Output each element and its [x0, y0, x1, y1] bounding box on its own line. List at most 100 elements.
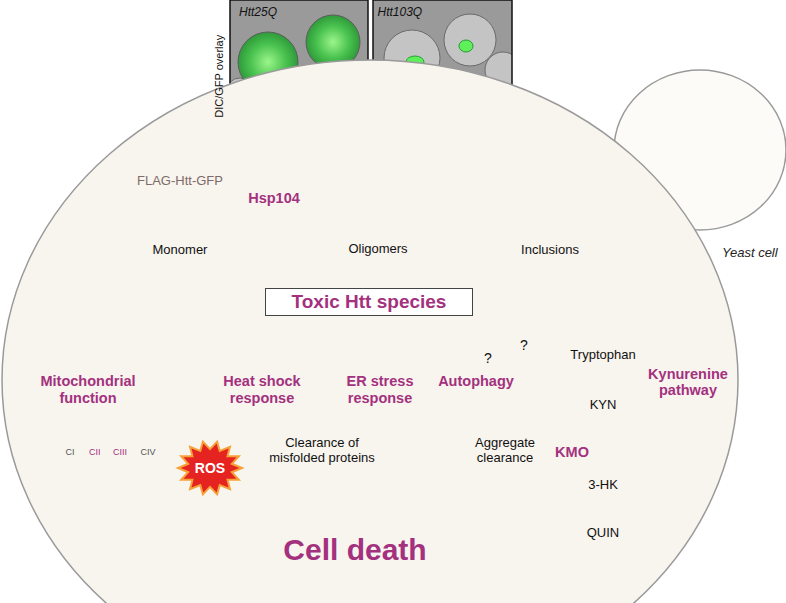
mitochondrion	[52, 484, 64, 492]
connector	[602, 495, 604, 522]
inclusion-aggregate	[578, 202, 590, 211]
inclusion-aggregate	[508, 197, 520, 206]
mitochondrion	[52, 477, 174, 492]
pathway-label: Heat shock response	[213, 370, 311, 409]
inclusion-aggregate	[508, 157, 593, 231]
oligomer-molecule	[444, 191, 453, 203]
autophagosome	[507, 399, 525, 417]
metabolite-label-text: KYN	[590, 398, 617, 413]
micrograph	[340, 68, 364, 92]
micrograph	[306, 15, 360, 69]
inclusion-aggregate	[539, 157, 585, 191]
metabolite-label: 3-HK	[584, 475, 622, 496]
micrograph	[373, 0, 512, 155]
inclusion-aggregate	[514, 157, 585, 231]
inclusion-aggregate	[508, 162, 593, 229]
zoom-lines	[456, 152, 498, 160]
oligomer-molecule	[326, 191, 438, 203]
panel-label: Htt25Q	[239, 6, 277, 20]
micrograph	[459, 40, 473, 52]
micrograph	[427, 80, 483, 136]
micrograph-frame	[230, 0, 368, 155]
micrograph	[334, 96, 368, 140]
connector	[602, 365, 604, 394]
metabolite-label: QUIN	[583, 523, 624, 544]
zoom-lines	[456, 112, 603, 236]
mitochondrion	[136, 479, 148, 486]
inclusion-aggregate	[583, 189, 593, 197]
mitochondrion	[25, 420, 232, 516]
mitochondrion	[115, 464, 125, 474]
connector	[321, 469, 323, 530]
autophagosome	[509, 405, 521, 411]
oligomer-molecule	[444, 211, 453, 223]
cell-outline-text: Yeast cell	[722, 246, 778, 261]
micrograph	[373, 95, 427, 149]
metabolite-label-text: Tryptophan	[570, 348, 635, 363]
micrograph	[406, 56, 424, 68]
connector	[180, 258, 265, 302]
micrograph	[230, 0, 368, 155]
connector	[416, 469, 483, 530]
outcome-label: Aggregate clearance	[461, 433, 549, 469]
mitochondrion	[162, 477, 174, 484]
connector	[458, 209, 495, 211]
autophagosome	[518, 401, 522, 405]
pathway-label: Autophagy	[434, 370, 518, 393]
micrograph	[485, 52, 512, 88]
vacuole	[512, 493, 515, 496]
vacuole	[506, 474, 538, 506]
inclusion-aggregate	[514, 193, 563, 207]
edge-label: ?	[482, 350, 494, 366]
pathway-heading: Kynurenine pathway	[642, 366, 734, 399]
connector	[431, 533, 583, 556]
cell-death-glow	[237, 500, 473, 600]
inclusion-group: Inclusions	[495, 152, 605, 258]
micrograph	[238, 32, 298, 92]
outcome-label-text: Aggregate clearance	[465, 436, 545, 466]
pathway-label-text: Mitochondrial function	[33, 373, 143, 406]
autophagosome	[504, 396, 528, 420]
micrograph	[384, 30, 440, 86]
connector	[602, 415, 604, 474]
process-box-text: Toxic Htt species	[292, 291, 447, 313]
metabolite-label-text: QUIN	[587, 526, 620, 541]
monomer-molecule	[230, 207, 246, 220]
complex-label: CI	[66, 447, 75, 457]
inclusion-aggregate	[524, 201, 572, 230]
oligomer-group-text: Oligomers	[348, 242, 407, 257]
micrograph	[230, 0, 368, 155]
complex-label: CIII	[113, 447, 127, 457]
inclusion-aggregate	[556, 220, 568, 229]
pathway-label-text: ER stress response	[335, 373, 425, 406]
zoom-lines	[508, 152, 603, 160]
monomer-molecule	[120, 207, 141, 219]
vacuole	[518, 493, 521, 496]
oligomer-molecule	[440, 211, 456, 224]
edge-label: ?	[518, 337, 530, 353]
enzyme-label-text: KMO	[555, 444, 589, 461]
connector	[262, 410, 298, 433]
connector	[88, 316, 290, 370]
connector	[473, 302, 557, 441]
oligomer-molecule	[440, 191, 456, 204]
micrograph	[268, 80, 332, 144]
process-box: Toxic Htt species	[265, 288, 473, 316]
oligomer-molecule	[305, 211, 326, 223]
zoom-lines	[456, 112, 508, 152]
mitochondrion	[80, 483, 92, 490]
inclusion-group-text: Inclusions	[521, 243, 579, 258]
metabolite-label: Tryptophan	[566, 345, 639, 366]
vacuole	[514, 482, 517, 485]
mitochondrion	[40, 435, 216, 505]
ros-burst: ROS	[177, 440, 243, 496]
vacuole	[525, 484, 528, 487]
oligomer-group: Oligomers	[298, 179, 458, 257]
monomer-molecule	[120, 207, 246, 220]
pathway-label-text: Heat shock response	[217, 373, 307, 406]
pathway-label: Mitochondrial function	[29, 370, 147, 409]
micrograph-frame	[373, 0, 512, 155]
connector	[431, 485, 585, 544]
outcome-label: Clearance of misfolded proteins	[262, 433, 382, 469]
